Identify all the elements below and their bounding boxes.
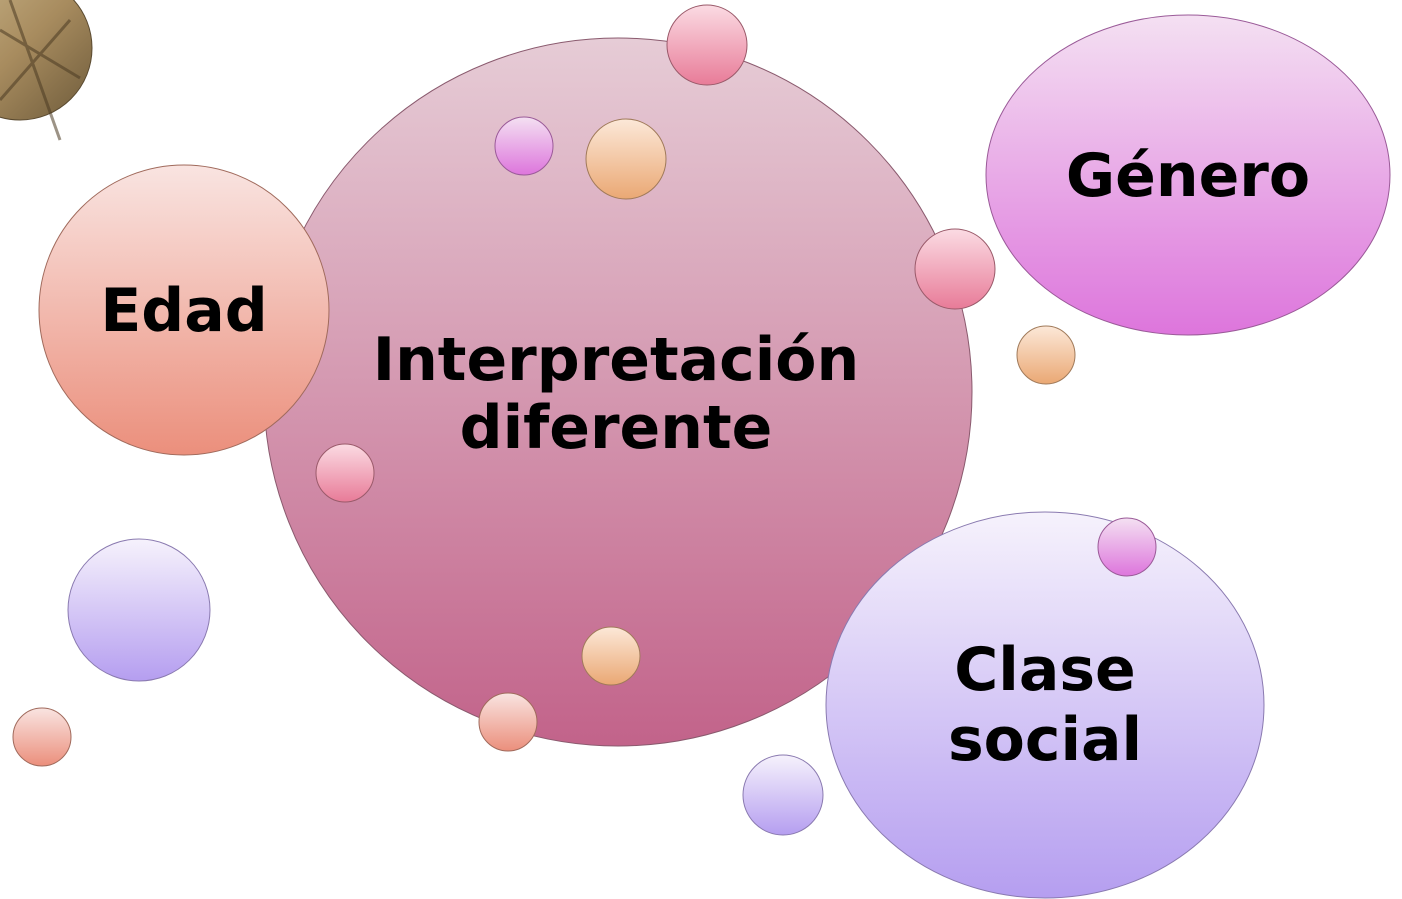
small-bubble-rose-left (315, 443, 375, 503)
small-bubble-lavender-left (67, 538, 211, 682)
small-bubble-magenta (494, 116, 554, 176)
small-bubble-orange-top (585, 118, 667, 200)
clase-label-line1: Clase (954, 635, 1136, 705)
edad-label: Edad (100, 276, 267, 346)
small-bubble-salmon-bottom (478, 692, 538, 752)
center-label-line1: Interpretación (373, 325, 859, 395)
small-bubble-orange-bottom (581, 626, 641, 686)
edad-bubble (38, 164, 330, 456)
clase-label-line2: social (948, 705, 1142, 775)
small-bubble-magenta-clase (1097, 517, 1157, 577)
genero-label: Género (1066, 141, 1310, 211)
center-label-line2: diferente (460, 393, 773, 463)
small-bubble-top-rose (666, 4, 748, 86)
small-bubble-lavender-bottom (742, 754, 824, 836)
genero-bubble (985, 14, 1391, 336)
corner-photo (0, 0, 93, 141)
small-bubble-rose-right (914, 228, 996, 310)
clase-social-bubble (825, 511, 1265, 899)
small-bubble-orange-right (1016, 325, 1076, 385)
small-bubble-salmon-left (12, 707, 72, 767)
